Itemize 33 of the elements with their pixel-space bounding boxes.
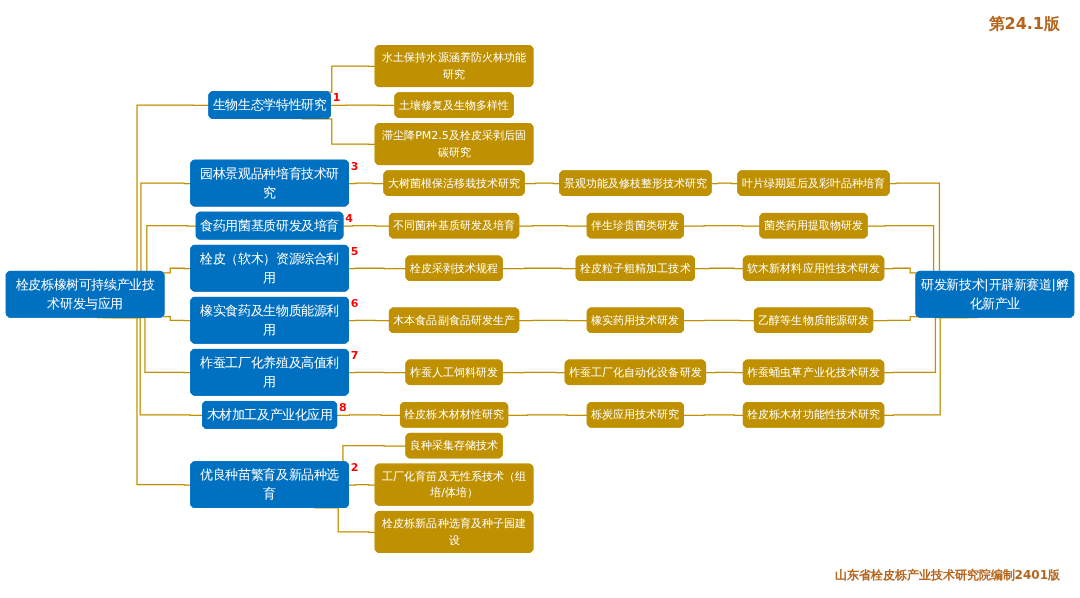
connector bbox=[683, 414, 745, 416]
connector bbox=[518, 319, 589, 322]
connector bbox=[342, 225, 391, 227]
step-number: 3 bbox=[350, 159, 359, 173]
connector bbox=[705, 371, 745, 374]
connector bbox=[348, 484, 377, 486]
connector bbox=[348, 182, 385, 185]
connector bbox=[524, 182, 561, 185]
step-number: 5 bbox=[350, 244, 359, 258]
connector bbox=[330, 104, 396, 107]
connector bbox=[518, 225, 589, 227]
step-number: 1 bbox=[332, 91, 341, 105]
connector bbox=[162, 267, 192, 274]
connector bbox=[162, 315, 192, 322]
step-number: 6 bbox=[350, 296, 359, 310]
version-label: 第24.1版 bbox=[988, 14, 1060, 35]
connector bbox=[872, 315, 919, 322]
connector bbox=[694, 267, 745, 270]
connector bbox=[336, 414, 402, 416]
connector bbox=[348, 371, 407, 374]
footer-note: 山东省栓皮栎产业技术研究院编制2401版 bbox=[834, 567, 1060, 584]
connector bbox=[507, 414, 589, 416]
connector bbox=[683, 225, 761, 227]
connector bbox=[348, 267, 407, 270]
step-number: 8 bbox=[339, 400, 347, 414]
connector bbox=[348, 319, 391, 322]
connector bbox=[501, 267, 578, 270]
connector bbox=[501, 371, 567, 374]
step-number: 7 bbox=[350, 348, 359, 362]
step-number: 4 bbox=[345, 211, 353, 225]
connector bbox=[710, 182, 739, 185]
step-number: 2 bbox=[350, 461, 359, 475]
connector bbox=[683, 319, 756, 322]
